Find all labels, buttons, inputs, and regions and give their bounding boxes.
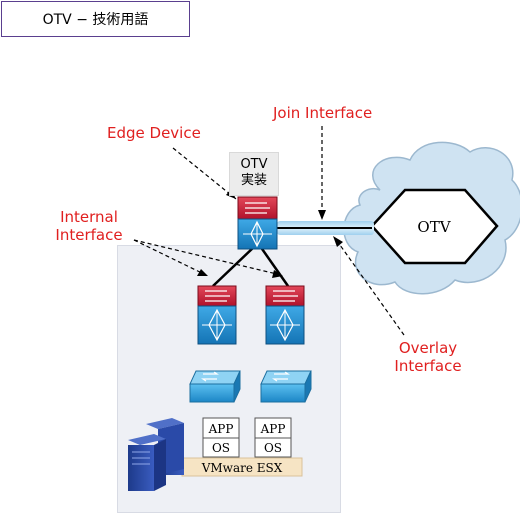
vm-left-os: OS — [212, 441, 230, 455]
otv-implementation-box: OTV 実装 — [229, 152, 279, 196]
access-switch-right — [260, 370, 312, 403]
join-interface-arrowhead — [318, 210, 326, 220]
otv-cloud — [343, 141, 520, 295]
internal-left-arrowhead — [197, 269, 208, 276]
internal-interface-line2: Interface — [55, 226, 123, 244]
otv-impl-line1: OTV — [240, 157, 268, 172]
vm-left-app: APP — [208, 422, 234, 436]
overlay-interface-label: Overlay Interface — [388, 339, 468, 375]
internal-link-left — [212, 245, 256, 287]
internal-interface-label: Internal Interface — [51, 208, 127, 244]
internal-interface-arrow-left — [133, 239, 207, 276]
overlay-interface-arrow — [334, 237, 405, 336]
overlay-interface-arrowhead — [333, 236, 343, 247]
internal-right-arrowhead — [272, 270, 283, 278]
edge-device-arrow — [172, 147, 237, 200]
vmware-label: VMware ESX — [201, 461, 283, 475]
edge-device-label: Edge Device — [107, 124, 201, 142]
aggregation-device-right — [265, 285, 305, 345]
server-icon — [128, 418, 184, 491]
overlay-link — [277, 221, 374, 235]
join-interface-label: Join Interface — [273, 104, 373, 122]
aggregation-device-left — [197, 285, 237, 345]
overlay-interface-line1: Overlay — [398, 339, 458, 357]
overlay-interface-line2: Interface — [394, 357, 462, 375]
page-title: OTV − 技術用語 — [1, 1, 190, 37]
cloud-label: OTV — [417, 218, 451, 236]
internal-link-right — [258, 245, 290, 287]
vm-right — [254, 417, 292, 458]
edge-device — [237, 196, 278, 250]
vm-right-os: OS — [264, 441, 282, 455]
otv-impl-line2: 実装 — [240, 173, 267, 188]
vm-right-app: APP — [260, 422, 286, 436]
access-switch-left — [189, 370, 241, 403]
vm-left — [202, 417, 240, 458]
internal-interface-line1: Internal — [60, 208, 118, 226]
